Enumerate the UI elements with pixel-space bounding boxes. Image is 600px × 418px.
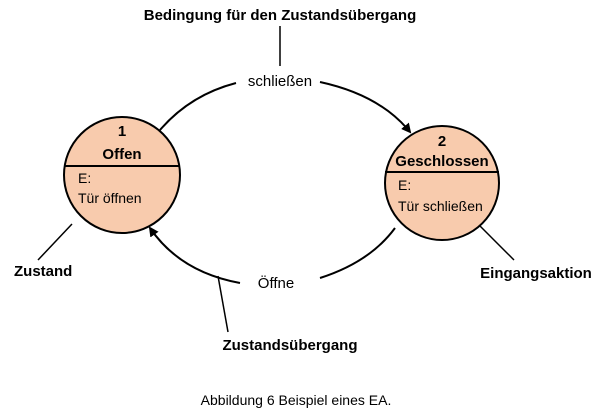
- state-2-entry-action: Tür schließen: [398, 198, 483, 214]
- transition-arrow-open: [319, 227, 396, 279]
- annotation-condition: Bedingung für den Zustandsübergang: [144, 7, 417, 24]
- state-1-name: Offen: [102, 146, 141, 163]
- transition-arrow-close-head: [319, 81, 412, 134]
- state-1-circle: [63, 116, 181, 234]
- state-2-circle: [384, 125, 500, 241]
- state-pointer-line: [37, 223, 73, 261]
- annotation-transition: Zustandsübergang: [222, 337, 357, 354]
- annotation-state: Zustand: [14, 263, 72, 280]
- figure-caption: Abbildung 6 Beispiel eines EA.: [201, 392, 392, 408]
- transition-label-open: Öffne: [258, 274, 294, 292]
- transition-arrow-close: [159, 82, 237, 131]
- state-1: 1 Offen E: Tür öffnen: [63, 116, 181, 234]
- state-2-number: 2: [438, 133, 446, 150]
- state-1-entry-label: E:: [78, 170, 91, 186]
- state-2-name: Geschlossen: [395, 153, 488, 170]
- transition-label-close: schließen: [248, 73, 312, 90]
- transition-arrow-open-head: [148, 226, 241, 284]
- state-1-entry-action: Tür öffnen: [78, 190, 142, 206]
- transition-pointer-line: [217, 275, 229, 333]
- state-1-number: 1: [118, 123, 126, 140]
- state-2: 2 Geschlossen E: Tür schließen: [384, 125, 500, 241]
- annotation-entry-action: Eingangsaktion: [480, 265, 592, 282]
- state-2-entry-label: E:: [398, 177, 411, 193]
- entry-action-pointer-line: [475, 221, 515, 261]
